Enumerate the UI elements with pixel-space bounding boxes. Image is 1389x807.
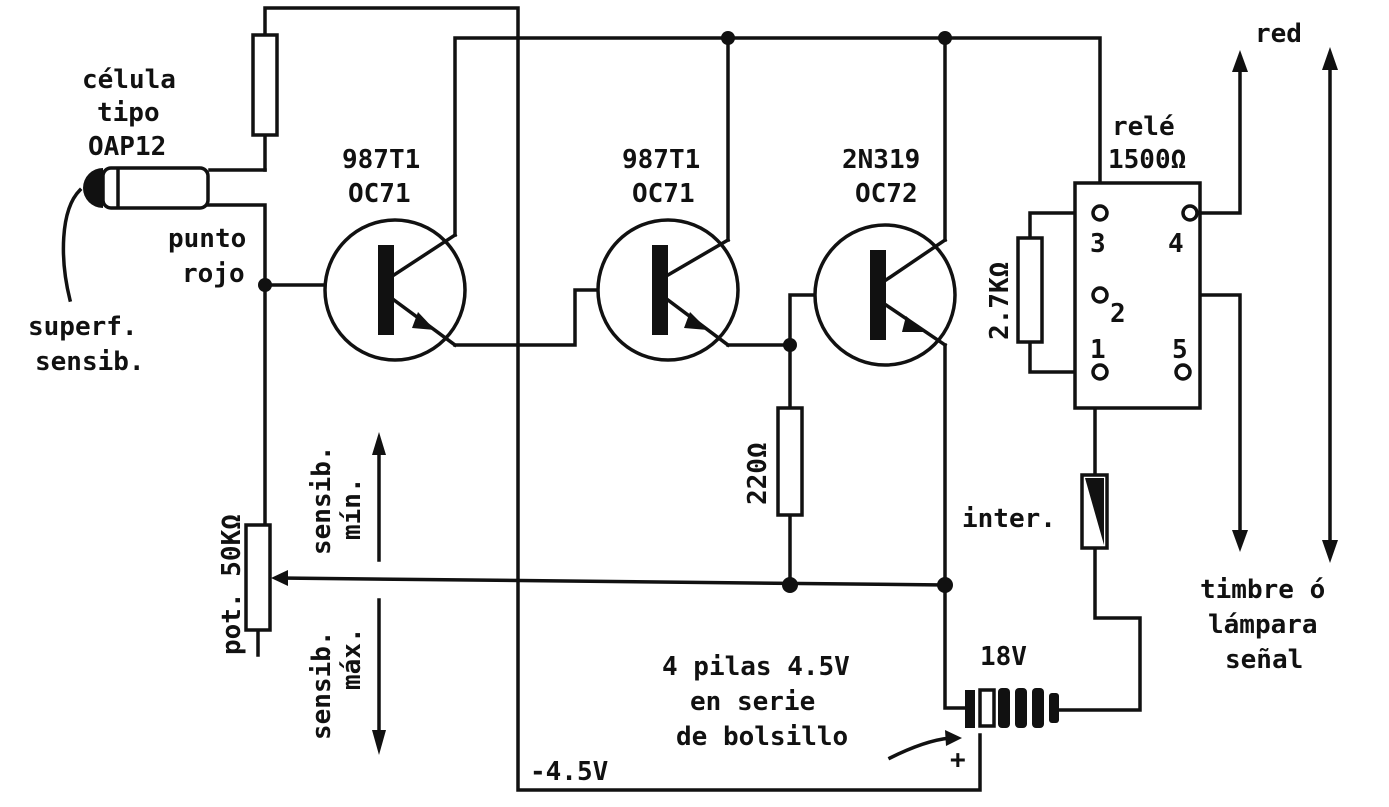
- cell-label-3: OAP12: [88, 132, 166, 162]
- sens-min-label-2: mín.: [337, 477, 367, 540]
- transistor-3: [813, 223, 957, 367]
- battery-voltage-label: 18V: [980, 642, 1027, 672]
- relay-label-2: 1500Ω: [1108, 145, 1186, 175]
- relay-pin-3: 3: [1090, 229, 1106, 259]
- bell-label-2: lámpara: [1208, 610, 1318, 640]
- battery-label-1: 4 pilas 4.5V: [662, 652, 850, 682]
- labels: célula tipo OAP12 punto rojo superf. sen…: [28, 19, 1325, 787]
- relay-pin-4: 4: [1168, 229, 1184, 259]
- sens-max-label-2: máx.: [337, 627, 367, 690]
- battery-label-3: de bolsillo: [676, 722, 848, 752]
- relay-label-1: relé: [1112, 112, 1175, 142]
- t2-label-1: 987T1: [622, 145, 700, 175]
- bell-label-1: timbre ó: [1200, 575, 1325, 605]
- junction-dots: [258, 31, 953, 593]
- arrows: [372, 47, 1338, 761]
- relay: [1073, 181, 1202, 410]
- relay-pin-5: 5: [1172, 335, 1188, 365]
- top-resistor: [251, 33, 279, 137]
- red-point-label-2: rojo: [182, 259, 245, 289]
- sensitive-surface-label-1: superf.: [28, 312, 138, 342]
- transistor-2: [596, 218, 740, 362]
- transistor-1: [323, 218, 467, 362]
- cell-label-2: tipo: [97, 98, 160, 128]
- wires: [203, 6, 1242, 792]
- switch-label: inter.: [962, 504, 1056, 534]
- bell-label-3: señal: [1225, 645, 1303, 675]
- t1-label-2: OC71: [348, 179, 411, 209]
- t3-label-1: 2N319: [842, 145, 920, 175]
- plus-label: +: [950, 745, 966, 775]
- sens-min-label-1: sensib.: [307, 445, 337, 555]
- relay-pin-2: 2: [1110, 299, 1126, 329]
- pot-label: pot. 50KΩ: [217, 514, 247, 655]
- battery: [965, 688, 1059, 728]
- resistor-2k7-label: 2.7KΩ: [985, 262, 1015, 340]
- t3-label-2: OC72: [855, 179, 918, 209]
- t1-label-1: 987T1: [342, 145, 420, 175]
- resistor-220: [776, 406, 804, 517]
- battery-label-2: en serie: [690, 687, 815, 717]
- neg-supply-label: -4.5V: [530, 757, 608, 787]
- potentiometer: [244, 523, 288, 632]
- mains-label: red: [1255, 19, 1302, 49]
- cell-label-1: célula: [82, 65, 176, 95]
- resistor-220-label: 220Ω: [743, 442, 773, 505]
- red-point-label-1: punto: [168, 224, 246, 254]
- relay-pin-1: 1: [1090, 335, 1106, 365]
- sensitive-surface-label-2: sensib.: [35, 347, 145, 377]
- switch: [1080, 473, 1109, 550]
- resistor-2k7: [1016, 236, 1044, 344]
- sens-max-label-1: sensib.: [307, 630, 337, 740]
- t2-label-2: OC71: [632, 179, 695, 209]
- photocell: [61, 166, 210, 303]
